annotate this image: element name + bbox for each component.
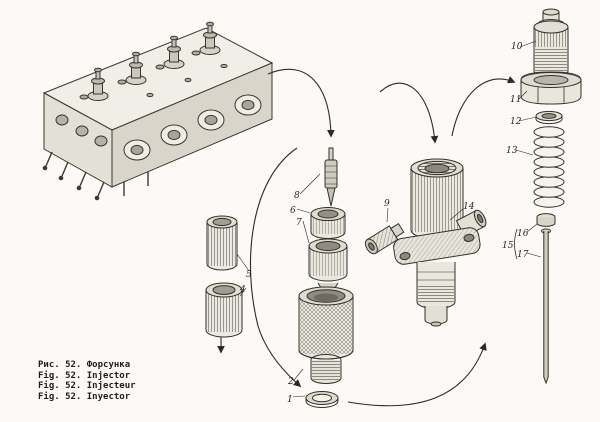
part-label-9: 9 bbox=[384, 199, 390, 209]
part-sealing-washer bbox=[305, 391, 339, 408]
leader-lines bbox=[236, 40, 542, 398]
part-label-6: 6 bbox=[290, 206, 296, 216]
part-cap-nut bbox=[533, 8, 569, 78]
part-lock-nut bbox=[520, 71, 582, 105]
head-studs bbox=[42, 151, 149, 201]
part-label-16: 16 bbox=[517, 229, 529, 239]
flow-arrow bbox=[250, 147, 302, 388]
cylinder-head-drawing bbox=[42, 21, 274, 201]
head-injector-stacks bbox=[87, 21, 221, 101]
part-label-14: 14 bbox=[463, 202, 475, 212]
part-nozzle-cup bbox=[308, 238, 348, 295]
part-label-17: 17 bbox=[517, 250, 529, 260]
part-label-4: 4 bbox=[239, 285, 246, 295]
part-label-8: 8 bbox=[294, 191, 300, 201]
part-nozzle-nut bbox=[298, 286, 354, 384]
part-washer bbox=[535, 110, 563, 125]
figure-caption: Рис. 52. Форсунка Fig. 52. Injector Fig.… bbox=[38, 360, 136, 402]
part-nozzle-spacer bbox=[310, 207, 346, 239]
part-label-12: 12 bbox=[510, 117, 522, 127]
head-ports bbox=[123, 94, 262, 161]
part-injector-body bbox=[393, 158, 487, 327]
flow-arrow bbox=[267, 68, 335, 138]
caption-line-es: Fig. 52. Inyector bbox=[38, 391, 131, 402]
part-number-labels: 1 2 4 5 6 7 8 9 10 11 12 13 14 15 16 17 bbox=[239, 42, 529, 405]
part-pressure-spring bbox=[533, 126, 565, 208]
part-label-11: 11 bbox=[510, 95, 521, 105]
part-sleeve-upper bbox=[206, 215, 238, 271]
assembly-flow-arrows bbox=[217, 68, 516, 407]
part-label-5: 5 bbox=[246, 270, 252, 280]
part-label-15: 15 bbox=[502, 241, 514, 251]
part-pushrod bbox=[541, 228, 551, 385]
part-label-2: 2 bbox=[287, 377, 294, 387]
part-label-13: 13 bbox=[506, 146, 518, 156]
caption-line-en: Fig. 52. Injector bbox=[38, 370, 131, 381]
part-label-10: 10 bbox=[511, 42, 523, 52]
part-spring-seat bbox=[536, 213, 556, 227]
head-front-holes bbox=[55, 114, 108, 147]
part-label-1: 1 bbox=[287, 395, 293, 405]
caption-line-ru: Рис. 52. Форсунка bbox=[38, 360, 131, 370]
flow-arrow bbox=[451, 76, 516, 137]
part-needle-valve bbox=[324, 147, 338, 207]
flow-arrow bbox=[379, 82, 439, 144]
head-top-holes bbox=[79, 50, 228, 100]
flow-arrow bbox=[347, 342, 487, 407]
part-inlet-fitting bbox=[364, 223, 405, 255]
caption-line-fr: Fig. 52. Injecteur bbox=[38, 381, 136, 391]
part-sleeve-lower bbox=[205, 282, 243, 338]
part-label-7: 7 bbox=[296, 218, 302, 228]
